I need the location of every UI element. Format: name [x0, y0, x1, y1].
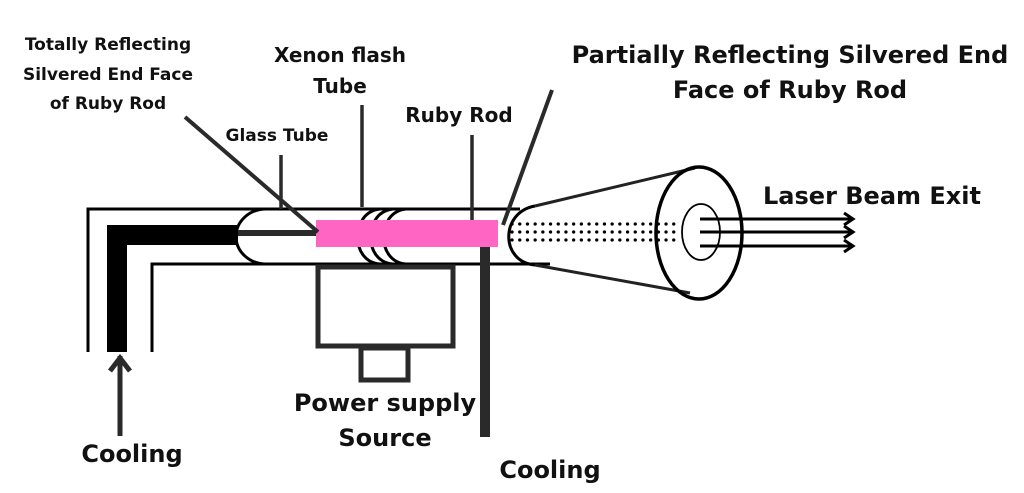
label-partially-reflecting-line1: Partially Reflecting Silvered End	[572, 41, 1009, 69]
label-partially-reflecting: Partially Reflecting Silvered End Face o…	[572, 41, 1009, 104]
cooling-arrow-icon	[108, 353, 132, 436]
label-power-supply-line2: Source	[338, 424, 431, 452]
glass-tube-left-cap	[234, 207, 267, 266]
laser-beam-dotted	[510, 222, 677, 242]
label-glass-tube: Glass Tube	[226, 126, 329, 146]
label-totally-reflecting-line3: of Ruby Rod	[50, 94, 166, 114]
label-cooling-bottom: Cooling	[499, 456, 600, 484]
label-totally-reflecting-line2: Silvered End Face	[23, 65, 193, 85]
power-supply-connector	[358, 345, 411, 383]
power-supply-box	[315, 264, 456, 349]
label-power-supply: Power supply Source	[294, 389, 477, 452]
cooling-outlet-pipe	[480, 247, 490, 437]
cooling-inlet-pipe	[107, 225, 238, 352]
cone-bottom	[534, 263, 691, 295]
label-totally-reflecting-line1: Totally Reflecting	[25, 35, 191, 55]
glass-tube-right-cap	[507, 204, 536, 267]
label-xenon-flash-tube: Xenon flash Tube	[274, 43, 406, 98]
label-power-supply-line1: Power supply	[294, 389, 477, 417]
cone-top	[534, 166, 696, 208]
label-cooling-left: Cooling	[81, 440, 182, 468]
label-totally-reflecting: Totally Reflecting Silvered End Face of …	[23, 35, 193, 114]
label-xenon-line1: Xenon flash	[274, 43, 406, 67]
label-xenon-line2: Tube	[313, 74, 367, 98]
leader-partially-reflecting	[501, 89, 554, 226]
ruby-rod	[316, 220, 498, 247]
cooling-jacket-inner	[150, 262, 550, 352]
label-ruby-rod: Ruby Rod	[405, 103, 512, 127]
label-laser-beam-exit: Laser Beam Exit	[763, 182, 981, 210]
leader-totally-reflecting	[183, 115, 320, 234]
laser-beam-exit-arrows	[700, 211, 856, 254]
label-partially-reflecting-line2: Face of Ruby Rod	[673, 76, 907, 104]
